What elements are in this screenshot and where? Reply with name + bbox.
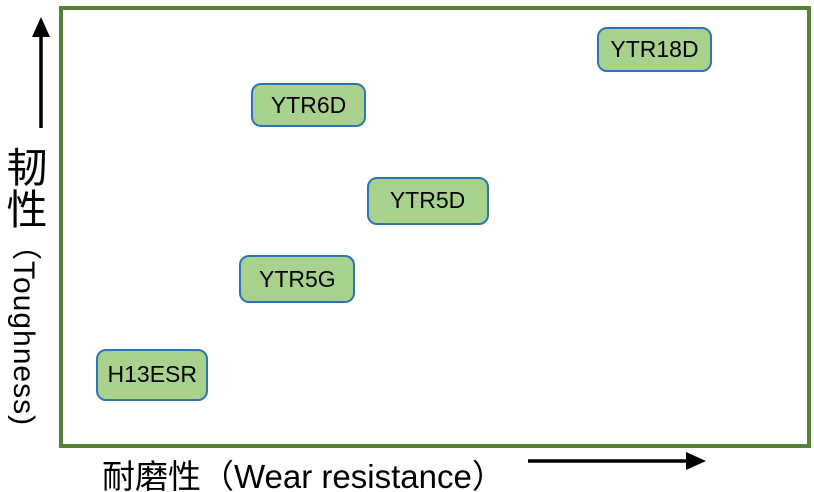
y-axis-label: 韧性（Toughness) [0, 146, 53, 427]
x-axis-label: 耐磨性（Wear resistance） [102, 458, 505, 492]
y-axis-label-cjk: 韧性 [0, 146, 46, 230]
material-box-ytr18d: YTR18D [596, 26, 712, 72]
x-axis-arrow-icon [528, 452, 706, 470]
material-box-h13esr: H13ESR [96, 348, 209, 401]
material-box-ytr5d: YTR5D [366, 176, 489, 225]
material-box-ytr6d: YTR6D [251, 83, 367, 128]
y-axis-arrow-icon [32, 17, 50, 128]
material-box-ytr5g: YTR5G [239, 255, 356, 304]
y-axis-label-latin: （Toughness) [7, 230, 40, 427]
